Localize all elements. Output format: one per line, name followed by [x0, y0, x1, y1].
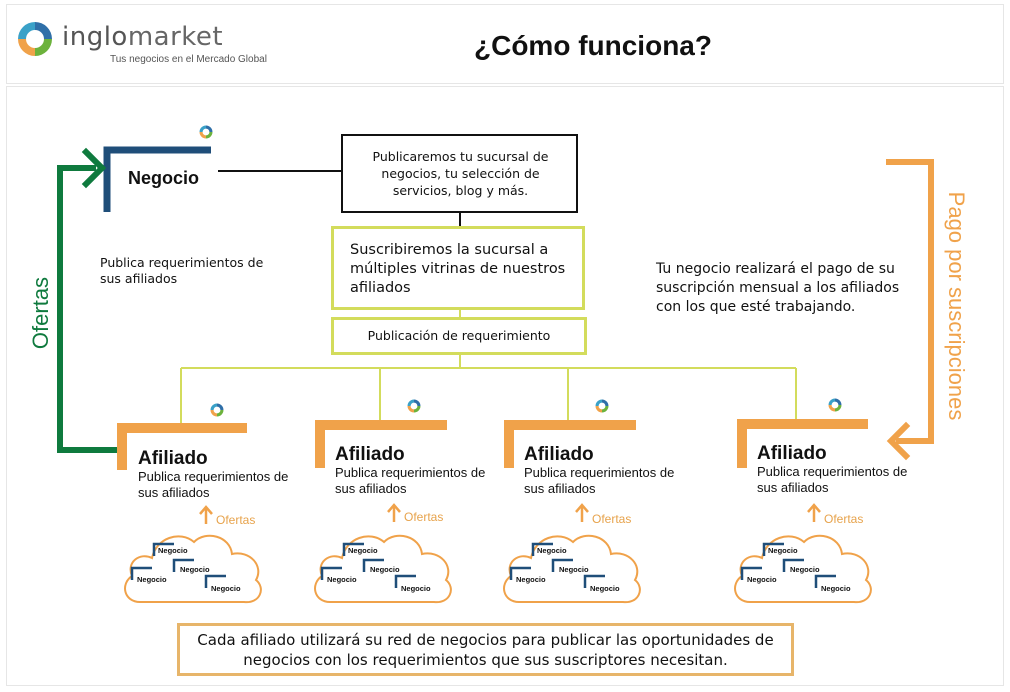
cloud-business-label: Negocio	[137, 575, 167, 584]
cloud-business-label: Negocio	[401, 584, 431, 593]
cloud-business-label: Negocio	[768, 546, 798, 555]
cloud-business-label: Negocio	[348, 546, 378, 555]
ofertas-vertical-label: Ofertas	[28, 276, 53, 350]
header-frame	[6, 4, 1004, 84]
business-cloud-4: Negocio Negocio Negocio Negocio	[728, 518, 878, 610]
cloud-business-label: Negocio	[158, 546, 188, 555]
small-logo-icon	[210, 403, 224, 417]
brand-tagline: Tus negocios en el Mercado Global	[110, 54, 267, 65]
affiliate-2-desc: Publica requerimientos de sus afiliados	[335, 465, 486, 496]
page-title: ¿Cómo funciona?	[474, 30, 712, 61]
negocio-label: Negocio	[128, 168, 200, 188]
business-cloud-2: Negocio Negocio Negocio Negocio	[308, 518, 458, 610]
brand-name: inglomarket	[62, 22, 224, 52]
affiliate-3-name: Afiliado	[524, 444, 594, 465]
cloud-business-label: Negocio	[537, 546, 567, 555]
cloud-business-label: Negocio	[747, 575, 777, 584]
small-logo-icon	[828, 398, 842, 412]
cloud-business-label: Negocio	[180, 565, 210, 574]
ofertas-label-4: Ofertas	[824, 512, 864, 526]
cloud-business-label: Negocio	[516, 575, 546, 584]
cloud-business-label: Negocio	[370, 565, 400, 574]
publish-branch-box: Publicaremos tu sucursal de negocios, tu…	[341, 134, 578, 213]
affiliate-1-name: Afiliado	[138, 448, 208, 469]
affiliate-2-name: Afiliado	[335, 444, 405, 465]
bottom-note-box: Cada afiliado utilizará su red de negoci…	[177, 623, 794, 676]
publication-box: Publicación de requerimiento	[331, 317, 587, 355]
cloud-business-label: Negocio	[590, 584, 620, 593]
small-logo-icon	[595, 399, 609, 413]
subscribe-branch-box: Suscribiremos la sucursal a múltiples vi…	[331, 226, 585, 310]
content-frame	[6, 86, 1004, 686]
cloud-business-label: Negocio	[211, 584, 241, 593]
pago-vertical-label: Pago por suscripciones	[944, 191, 969, 421]
business-cloud-1: Negocio Negocio Negocio Negocio	[118, 518, 268, 610]
inglomarket-logo-icon	[18, 22, 52, 56]
small-logo-icon	[407, 399, 421, 413]
ofertas-label-1: Ofertas	[216, 513, 256, 527]
left-note: Publica requerimientos de sus afiliados	[100, 255, 264, 286]
ofertas-label-3: Ofertas	[592, 512, 632, 526]
affiliate-1-desc: Publica requerimientos de sus afiliados	[138, 469, 289, 500]
cloud-business-label: Negocio	[327, 575, 357, 584]
cloud-business-label: Negocio	[790, 565, 820, 574]
ofertas-label-2: Ofertas	[404, 510, 444, 524]
affiliate-4-name: Afiliado	[757, 443, 827, 464]
cloud-business-label: Negocio	[821, 584, 851, 593]
affiliate-3-desc: Publica requerimientos de sus afiliados	[524, 465, 675, 496]
affiliate-4-desc: Publica requerimientos de sus afiliados	[757, 464, 908, 495]
right-note: Tu negocio realizará el pago de su suscr…	[656, 261, 900, 315]
business-cloud-3: Negocio Negocio Negocio Negocio	[497, 518, 647, 610]
cloud-business-label: Negocio	[559, 565, 589, 574]
small-logo-icon	[199, 125, 213, 139]
